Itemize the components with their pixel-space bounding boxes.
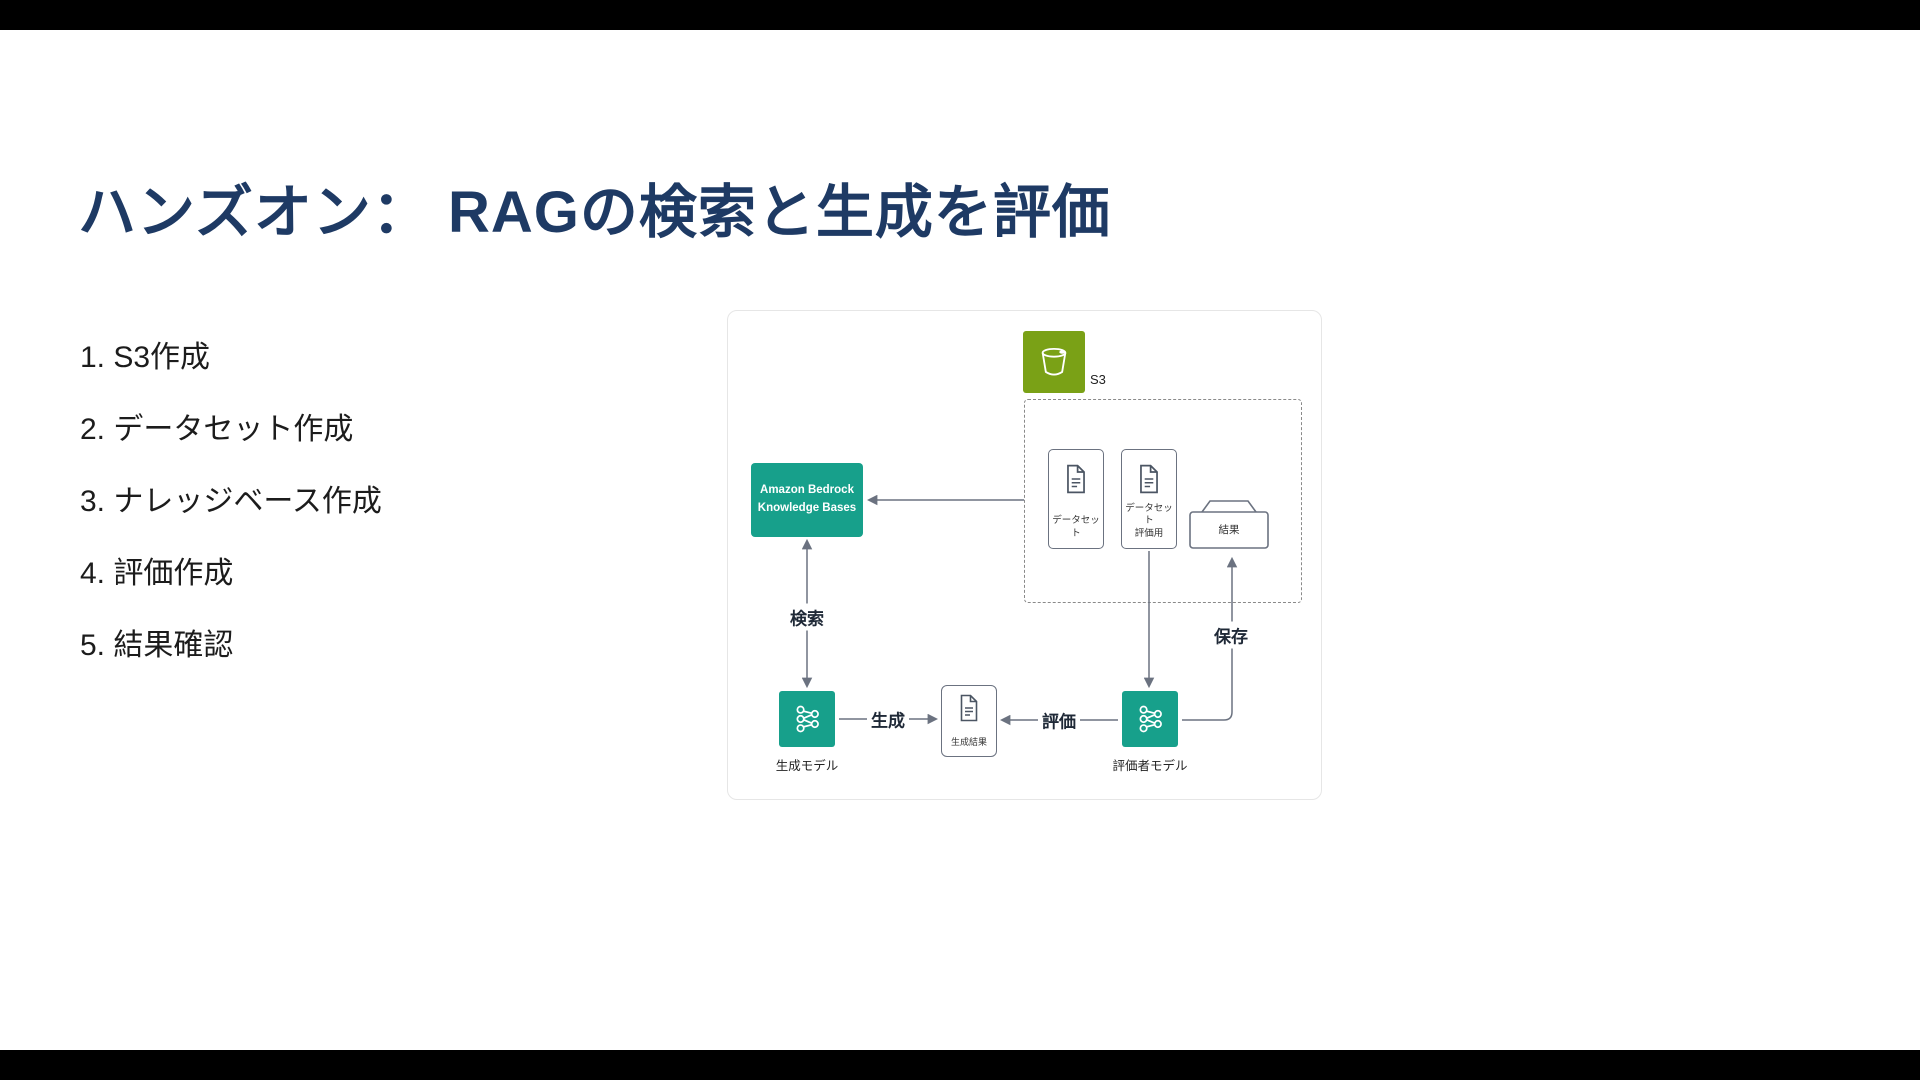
- list-item: 2. データセット作成: [80, 413, 354, 446]
- generation-model-label: 生成モデル: [775, 759, 839, 773]
- list-item: 5. 結果確認: [80, 629, 234, 662]
- result-folder-node: 結果: [1188, 496, 1270, 552]
- s3-contents-group: [1024, 399, 1302, 603]
- page-title: ハンズオン： RAGの検索と生成を評価: [78, 180, 1111, 245]
- dataset-eval-document-node: データセット 評価用: [1121, 449, 1177, 549]
- edge-label-generate: 生成: [867, 705, 909, 733]
- edge-label-evaluate: 評価: [1038, 706, 1080, 734]
- s3-label: S3: [1090, 372, 1106, 387]
- generated-result-node: 生成結果: [941, 685, 997, 757]
- evaluator-model-icon: [1122, 691, 1178, 747]
- s3-bucket-icon: [1023, 331, 1085, 393]
- dataset-label: データセット: [1052, 515, 1100, 539]
- top-letterbox-bar: [0, 0, 1920, 30]
- list-item: 3. ナレッジベース作成: [80, 485, 382, 518]
- kb-label-line1: Amazon Bedrock: [760, 484, 854, 497]
- folder-icon: [1189, 500, 1269, 549]
- ai-model-icon: [1139, 705, 1162, 733]
- bottom-letterbox-bar: [0, 1050, 1920, 1080]
- kb-label-line2: Knowledge Bases: [757, 502, 857, 514]
- document-icon: [1067, 464, 1085, 494]
- knowledge-bases-node: Amazon Bedrock Knowledge Bases: [751, 463, 863, 537]
- edge-label-save: 保存: [1210, 621, 1252, 649]
- architecture-diagram-panel: S3 データセット データセット 評価用: [727, 310, 1322, 800]
- list-item: 1. S3作成: [80, 341, 211, 374]
- generation-model-icon: [779, 691, 835, 747]
- document-icon: [960, 694, 978, 722]
- document-icon: [1140, 464, 1158, 494]
- dataset-eval-label-line1: データセット: [1125, 502, 1173, 527]
- list-item: 4. 評価作成: [80, 557, 234, 590]
- generated-result-label: 生成結果: [950, 737, 987, 748]
- step-list: 1. S3作成 2. データセット作成 3. ナレッジベース作成 4. 評価作成…: [80, 338, 382, 698]
- dataset-document-node: データセット: [1048, 449, 1104, 549]
- ai-model-icon: [796, 705, 819, 733]
- dataset-eval-label-line2: 評価用: [1134, 527, 1164, 539]
- evaluator-model-label: 評価者モデル: [1112, 759, 1188, 773]
- edge-label-search: 検索: [786, 603, 828, 631]
- result-label: 結果: [1218, 524, 1240, 536]
- dataset-eval-label: データセット 評価用: [1122, 503, 1176, 548]
